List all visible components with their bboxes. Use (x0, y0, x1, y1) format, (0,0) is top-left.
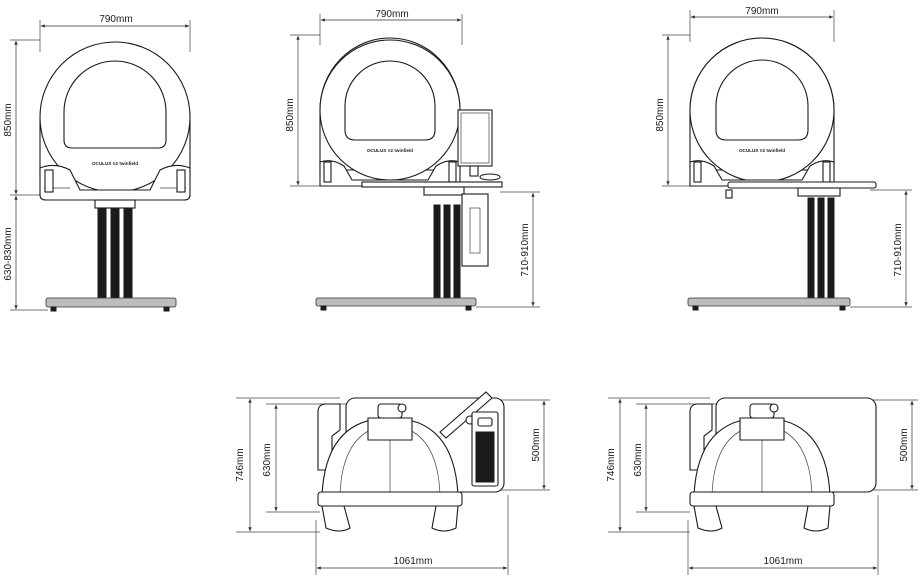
side-table (727, 181, 877, 189)
column-leg (97, 207, 107, 301)
desk-top (361, 181, 503, 188)
stand-height-label: 630-830mm (3, 227, 14, 280)
stand-height-label: 710-910mm (893, 223, 904, 276)
bowl-depth-label: 630mm (262, 443, 273, 476)
column-leg (817, 197, 825, 301)
front-view-table: 790mm 850mm 710-910mm OCULUS ⁝⁝2 twinfie… (655, 6, 912, 311)
width-label: 1061mm (394, 556, 433, 567)
width-label: 790mm (375, 9, 408, 20)
width-label: 790mm (99, 14, 132, 25)
bowl-opening (63, 60, 167, 149)
bowl-rim (689, 491, 835, 507)
column-leg (123, 207, 133, 301)
bowl-opening (715, 59, 809, 141)
brand-logo: OCULUS ⁝⁝2 twinfield (92, 161, 138, 166)
column-leg (453, 204, 461, 301)
column-leg (110, 207, 120, 301)
top-view-desk: 746mm 630mm 500mm 1061mm (235, 391, 550, 575)
column-leg (433, 204, 441, 301)
stand-height-label: 710-910mm (520, 223, 531, 276)
width-label: 1061mm (764, 556, 803, 567)
monitor (439, 391, 493, 439)
front-view-plain: 790mm 850mm 630-830mm OCULUS ⁝⁝2 twinfie… (3, 14, 191, 312)
top-view-table: 746mm 630mm 500mm 1061mm (606, 397, 918, 575)
monitor (457, 109, 493, 167)
column-leg (807, 197, 815, 301)
bowl-opening (344, 60, 436, 141)
column-leg (827, 197, 835, 301)
brand-logo: OCULUS ⁝⁝2 twinfield (739, 148, 785, 153)
bowl-depth-label: 630mm (633, 443, 644, 476)
front-view-desk: 790mm 850mm 710-910mm OCULUS ⁝⁝2 twinfie… (285, 9, 540, 311)
base-plate (45, 297, 177, 308)
depth-label: 746mm (606, 448, 617, 481)
width-label: 790mm (745, 6, 778, 17)
table-depth-label: 500mm (899, 428, 910, 461)
height-label: 850mm (655, 98, 666, 131)
depth-label: 746mm (235, 448, 246, 481)
base-plate (315, 297, 477, 307)
column-leg (443, 204, 451, 301)
pc-tower (461, 193, 489, 267)
bowl-rim (317, 491, 463, 507)
brand-logo: OCULUS ⁝⁝2 twinfield (367, 148, 413, 153)
base-plate (687, 297, 851, 307)
height-label: 850mm (285, 98, 296, 131)
height-label: 850mm (3, 103, 14, 136)
table-depth-label: 500mm (531, 428, 542, 461)
